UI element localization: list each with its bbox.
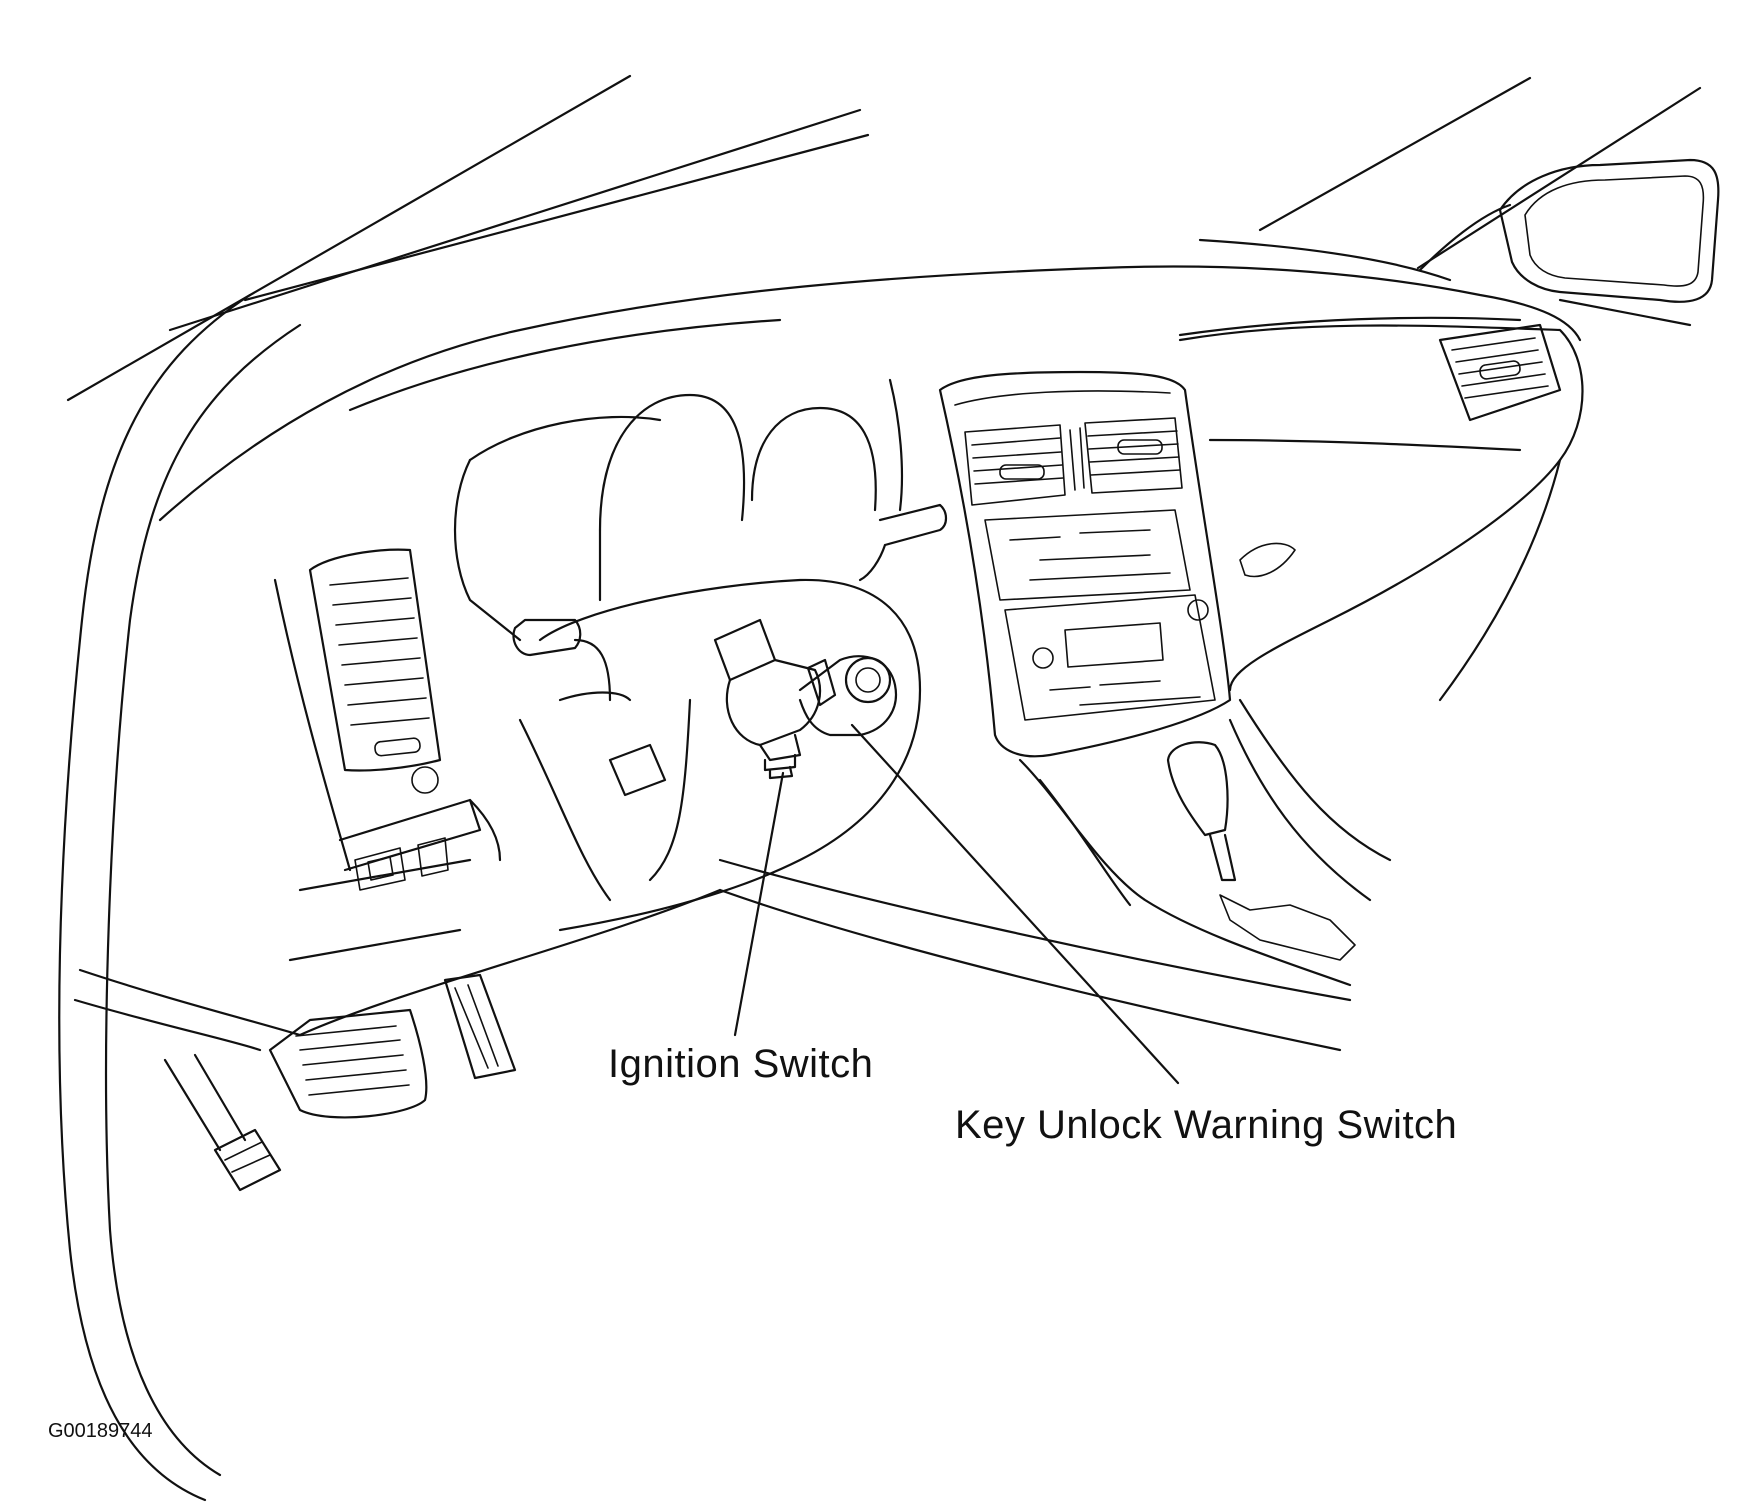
key-unlock-warning-switch-label: Key Unlock Warning Switch: [955, 1103, 1458, 1147]
shift-lever: [1018, 698, 1392, 987]
figure-id: G00189744: [48, 1420, 153, 1442]
accelerator-pedal: [443, 973, 517, 1080]
lower-dash-edge: [73, 858, 1352, 1052]
brake-pedal: [268, 1008, 428, 1119]
lower-left-panel: [273, 578, 502, 962]
callout-leaders: [733, 723, 1180, 1085]
side-mirror: [1418, 158, 1720, 327]
center-stack: [938, 370, 1232, 758]
dashboard-top: [158, 238, 1582, 522]
parking-brake-pedal: [163, 1053, 282, 1192]
ignition-switch-assembly: [713, 618, 898, 780]
right-air-vent: [1438, 323, 1562, 422]
door-frame-curve: [58, 293, 302, 1502]
windshield-pillar: [66, 74, 1702, 402]
ignition-switch-label: Ignition Switch: [608, 1042, 874, 1086]
steering-column: [518, 578, 922, 932]
passenger-dash: [1178, 324, 1584, 702]
instrument-cluster: [453, 378, 948, 702]
left-air-vent: [308, 548, 442, 794]
